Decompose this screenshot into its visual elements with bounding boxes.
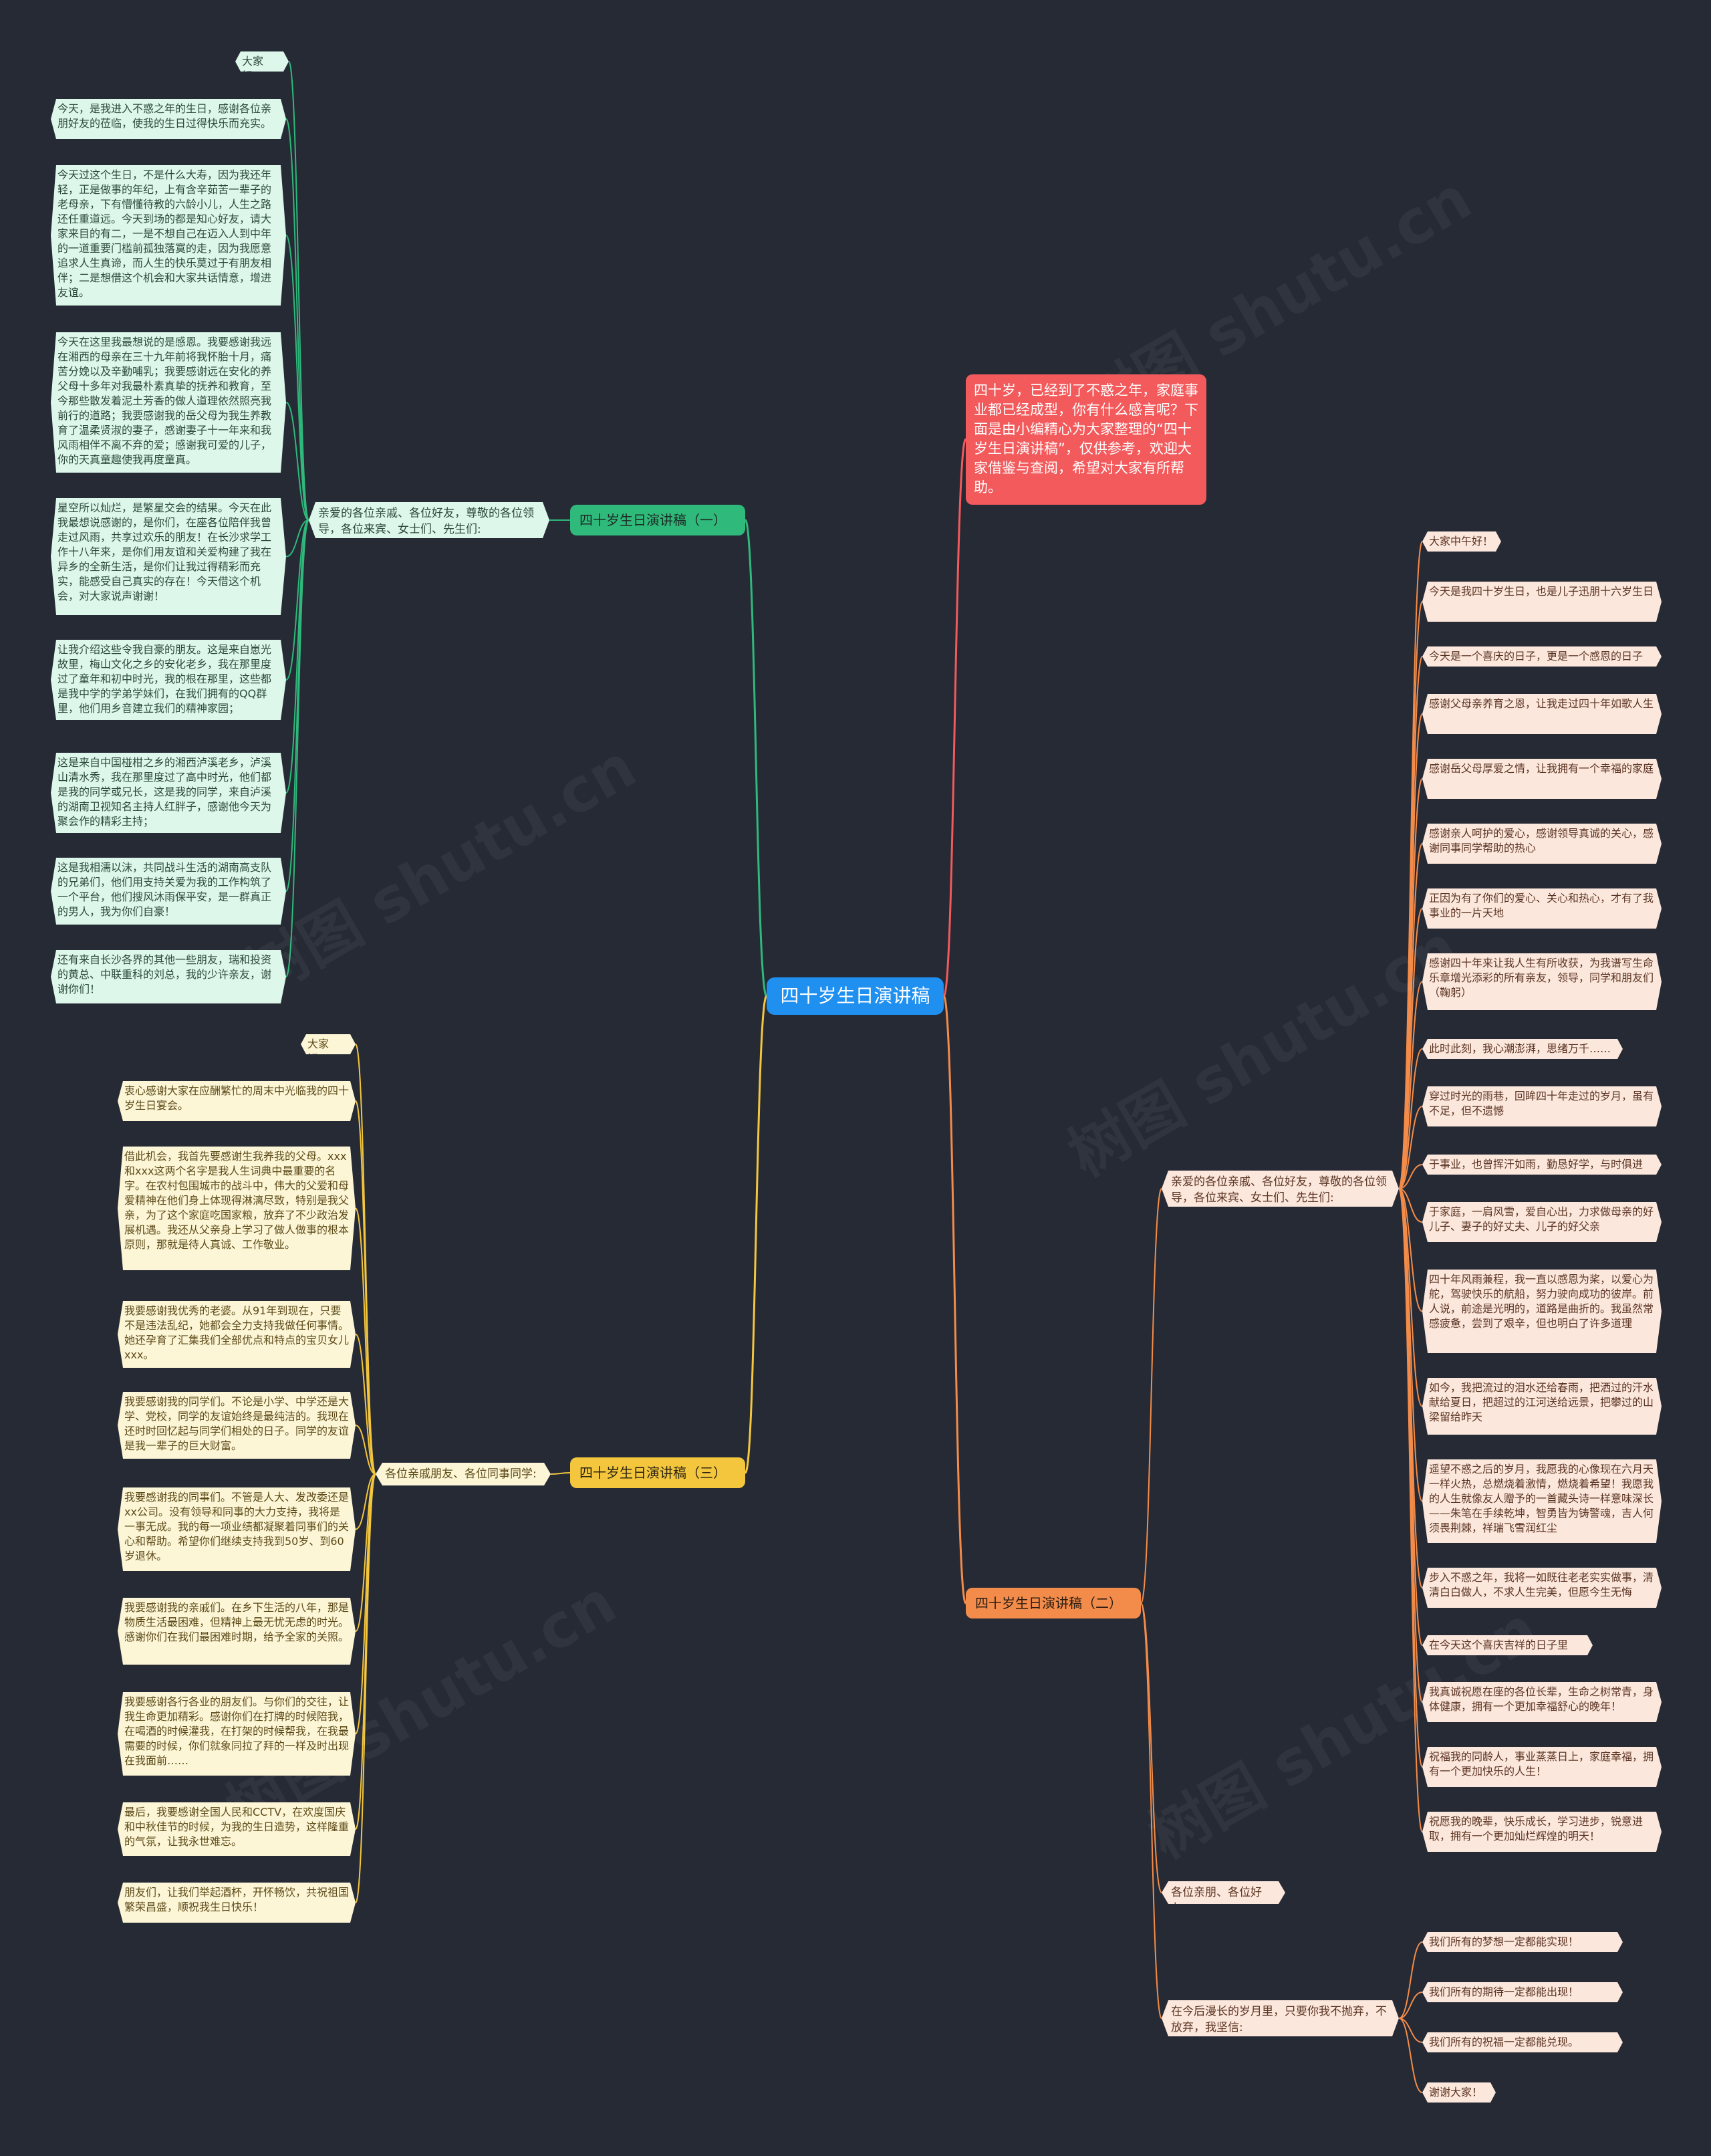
connector-line	[1140, 1188, 1162, 1604]
leaf-item[interactable]: 遥望不惑之后的岁月，我愿我的心像现在六月天一样火热，总燃烧着激情，燃烧着希望！我…	[1422, 1459, 1662, 1543]
leaf-item[interactable]: 还有来自长沙各界的其他一些朋友，瑞和投资的黄总、中联重科的刘总，我的少许亲友，谢…	[51, 950, 286, 1003]
leaf-item[interactable]: 让我介绍这些令我自豪的朋友。这是来自崽光故里，梅山文化之乡的安化老乡，我在那里度…	[51, 640, 286, 720]
connector-line	[285, 519, 309, 794]
connector-line	[1398, 981, 1423, 1189]
leaf-item[interactable]: 穿过时光的雨巷，回眸四十年走过的岁月，虽有不足，但不遗憾	[1422, 1086, 1662, 1126]
connector-line	[1398, 2018, 1423, 2043]
leaf-item[interactable]: 大家好！	[235, 51, 289, 72]
root-topic[interactable]: 四十岁生日演讲稿	[767, 977, 944, 1015]
connector-line	[355, 1207, 376, 1475]
leaf-item[interactable]: 大家中午好！	[1422, 531, 1501, 552]
connector-line	[550, 1472, 571, 1475]
connector-line	[1398, 2018, 1423, 2093]
leaf-item[interactable]: 这是来自中国椪柑之乡的湘西泸溪老乡，泸溪山清水秀，我在那里度过了高中时光，他们都…	[51, 753, 286, 833]
connector-line	[285, 519, 309, 977]
connector-line	[285, 519, 309, 892]
branch-topic-2[interactable]: 四十岁生日演讲稿（二）	[966, 1588, 1141, 1619]
connector-line	[288, 61, 309, 521]
branch-topic-1[interactable]: 四十岁生日演讲稿（一）	[570, 505, 745, 535]
leaf-item[interactable]: 我要感谢我优秀的老婆。从91年到现在，只要不是违法乱纪，她都会全力支持我做任何事…	[118, 1301, 356, 1368]
leaf-item[interactable]: 今天，是我进入不惑之年的生日，感谢各位亲朋好友的莅临，使我的生日过得快乐而充实。	[51, 99, 286, 139]
leaf-item[interactable]: 四十年风雨兼程，我一直以感恩为桨，以爱心为舵，驾驶快乐的航船，努力驶向成功的彼岸…	[1422, 1270, 1662, 1353]
connector-line	[355, 1425, 376, 1475]
leaf-item[interactable]: 步入不惑之年，我将一如既往老老实实做事，清清白白做人，不求人生完美，但愿今生无悔	[1422, 1568, 1662, 1608]
branch2-subtopic-friends[interactable]: 各位亲朋、各位好友:	[1162, 1881, 1285, 1904]
leaf-item[interactable]: 我们所有的祝福一定都能兑现。	[1422, 2032, 1623, 2052]
leaf-item[interactable]: 今天在这里我最想说的是感恩。我要感谢我远在湘西的母亲在三十九年前将我怀胎十月，痛…	[51, 332, 286, 473]
leaf-item[interactable]: 最后，我要感谢全国人民和CCTV，在欢度国庆和中秋佳节的时候，为我的生日造势，这…	[118, 1802, 356, 1856]
connector-line	[355, 1334, 376, 1475]
connector-line	[1398, 1048, 1423, 1189]
leaf-item[interactable]: 此时此刻，我心潮澎湃，思绪万千……	[1422, 1039, 1623, 1059]
leaf-item[interactable]: 我要感谢我的亲戚们。在乡下生活的八年，那是物质生活最困难，但精神上最无忧无虑的时…	[118, 1598, 356, 1665]
connector-line	[1398, 1164, 1423, 1189]
leaf-item[interactable]: 星空所以灿烂，是繁星交会的结果。今天在此我最想说感谢的，是你们，在座各位陪伴我曾…	[51, 498, 286, 615]
intro-note[interactable]: 四十岁，已经到了不惑之年，家庭事业都已经成型，你有什么感言呢？下面是由小编精心为…	[966, 374, 1206, 505]
connector-line	[1398, 1941, 1423, 2019]
connector-line	[285, 402, 309, 521]
leaf-item[interactable]: 祝愿我的晚辈，快乐成长，学习进步，锐意进取，拥有一个更加灿烂辉煌的明天！	[1422, 1812, 1662, 1852]
connector-line	[285, 519, 309, 681]
leaf-item[interactable]: 如今，我把流过的泪水还给春雨，把洒过的汗水献给夏日，把超过的江河送给远景，把攀过…	[1422, 1378, 1662, 1435]
leaf-item[interactable]: 我要感谢我的同事们。不管是人大、发改委还是xx公司。没有领导和同事的大力支持，我…	[118, 1487, 356, 1571]
branch-topic-3[interactable]: 四十岁生日演讲稿（三）	[570, 1457, 745, 1488]
connector-line	[1398, 1188, 1423, 1407]
leaf-item[interactable]: 我真诚祝愿在座的各位长辈，生命之树常青，身体健康，拥有一个更加幸福舒心的晚年！	[1422, 1682, 1662, 1722]
connector-line	[355, 1100, 376, 1475]
leaf-item[interactable]: 祝福我的同龄人，事业蒸蒸日上，家庭幸福，拥有一个更加快乐的人生！	[1422, 1747, 1662, 1787]
connector-line	[1398, 1188, 1423, 1312]
connector-line	[355, 1473, 376, 1903]
leaf-item[interactable]: 借此机会，我首先要感谢生我养我的父母。xxx和xxx这两个名字是我人生词典中最重…	[118, 1147, 356, 1270]
connector-line	[1140, 1602, 1162, 2019]
branch3-subtopic[interactable]: 各位亲戚朋友、各位同事同学:	[376, 1463, 551, 1485]
leaf-item[interactable]: 衷心感谢大家在应酬繁忙的周末中光临我的四十岁生日宴会。	[118, 1081, 356, 1121]
connector-line	[1398, 1106, 1423, 1189]
leaf-item[interactable]: 于家庭，一肩风雪，爱自心出，力求做母亲的好儿子、妻子的好丈夫、儿子的好父亲	[1422, 1202, 1662, 1242]
leaf-item[interactable]: 正因为有了你们的爱心、关心和热心，才有了我事业的一片天地	[1422, 888, 1662, 929]
leaf-item[interactable]: 今天是我四十岁生日，也是儿子迅朋十六岁生日	[1422, 582, 1662, 622]
leaf-item[interactable]: 朋友们，让我们举起酒杯，开怀畅饮，共祝祖国繁荣昌盛，顺祝我生日快乐！	[118, 1883, 356, 1923]
branch2-subtopic-future[interactable]: 在今后漫长的岁月里，只要你我不抛弃，不放弃，我坚信:	[1162, 2000, 1399, 2036]
leaf-item[interactable]: 我要感谢我的同学们。不论是小学、中学还是大学、党校，同学的友谊始终是最纯洁的。我…	[118, 1392, 356, 1459]
leaf-item[interactable]: 今天是一个喜庆的日子，更是一个感恩的日子	[1422, 646, 1662, 667]
connector-line	[1140, 1602, 1162, 1893]
leaf-item[interactable]: 大家好！	[301, 1034, 356, 1054]
connector-line	[285, 235, 309, 521]
leaf-item[interactable]: 感谢亲人呵护的爱心，感谢领导真诚的关心，感谢同事同学帮助的热心	[1422, 824, 1662, 864]
leaf-item[interactable]: 我们所有的期待一定都能出现！	[1422, 1982, 1623, 2002]
connector-line	[285, 519, 309, 558]
connector-line	[355, 1473, 376, 1632]
leaf-item[interactable]: 感谢父母亲养育之恩，让我走过四十年如歌人生	[1422, 694, 1662, 734]
leaf-item[interactable]: 这是我相濡以沫，共同战斗生活的湖南高支队的兄弟们，他们用支持关爱为我的工作构筑了…	[51, 858, 286, 925]
leaf-item[interactable]: 我要感谢各行各业的朋友们。与你们的交往，让我生命更加精彩。感谢你们在打牌的时候陪…	[118, 1692, 356, 1776]
branch1-subtopic[interactable]: 亲爱的各位亲戚、各位好友，尊敬的各位领导，各位来宾、女士们、先生们:	[309, 502, 549, 538]
leaf-item[interactable]: 在今天这个喜庆吉祥的日子里	[1422, 1635, 1593, 1655]
connector-line	[1398, 1992, 1423, 2019]
connector-line	[1398, 1188, 1423, 1832]
connector-line	[942, 438, 967, 997]
leaf-item[interactable]: 今天过这个生日，不是什么大寿，因为我还年轻，正是做事的年纪，上有含辛茹苦一辈子的…	[51, 165, 286, 306]
leaf-item[interactable]: 感谢四十年来让我人生有所收获，为我谱写生命乐章增光添彩的所有亲友，领导，同学和朋…	[1422, 953, 1662, 1010]
connector-line	[744, 519, 768, 997]
leaf-item[interactable]: 于事业，也曾挥汗如雨，勤恳好学，与时俱进	[1422, 1155, 1662, 1175]
branch2-subtopic-guests[interactable]: 亲爱的各位亲戚、各位好友，尊敬的各位领导，各位来宾、女士们、先生们:	[1162, 1171, 1399, 1207]
connector-line	[355, 1473, 376, 1530]
leaf-item[interactable]: 谢谢大家！	[1422, 2082, 1496, 2103]
connector-line	[285, 118, 309, 521]
leaf-item[interactable]: 我们所有的梦想一定都能实现！	[1422, 1932, 1623, 1952]
connector-line	[744, 995, 768, 1474]
connector-line	[1398, 1188, 1423, 1223]
connector-line	[942, 995, 967, 1604]
leaf-item[interactable]: 感谢岳父母厚爱之情，让我拥有一个幸福的家庭	[1422, 759, 1662, 799]
